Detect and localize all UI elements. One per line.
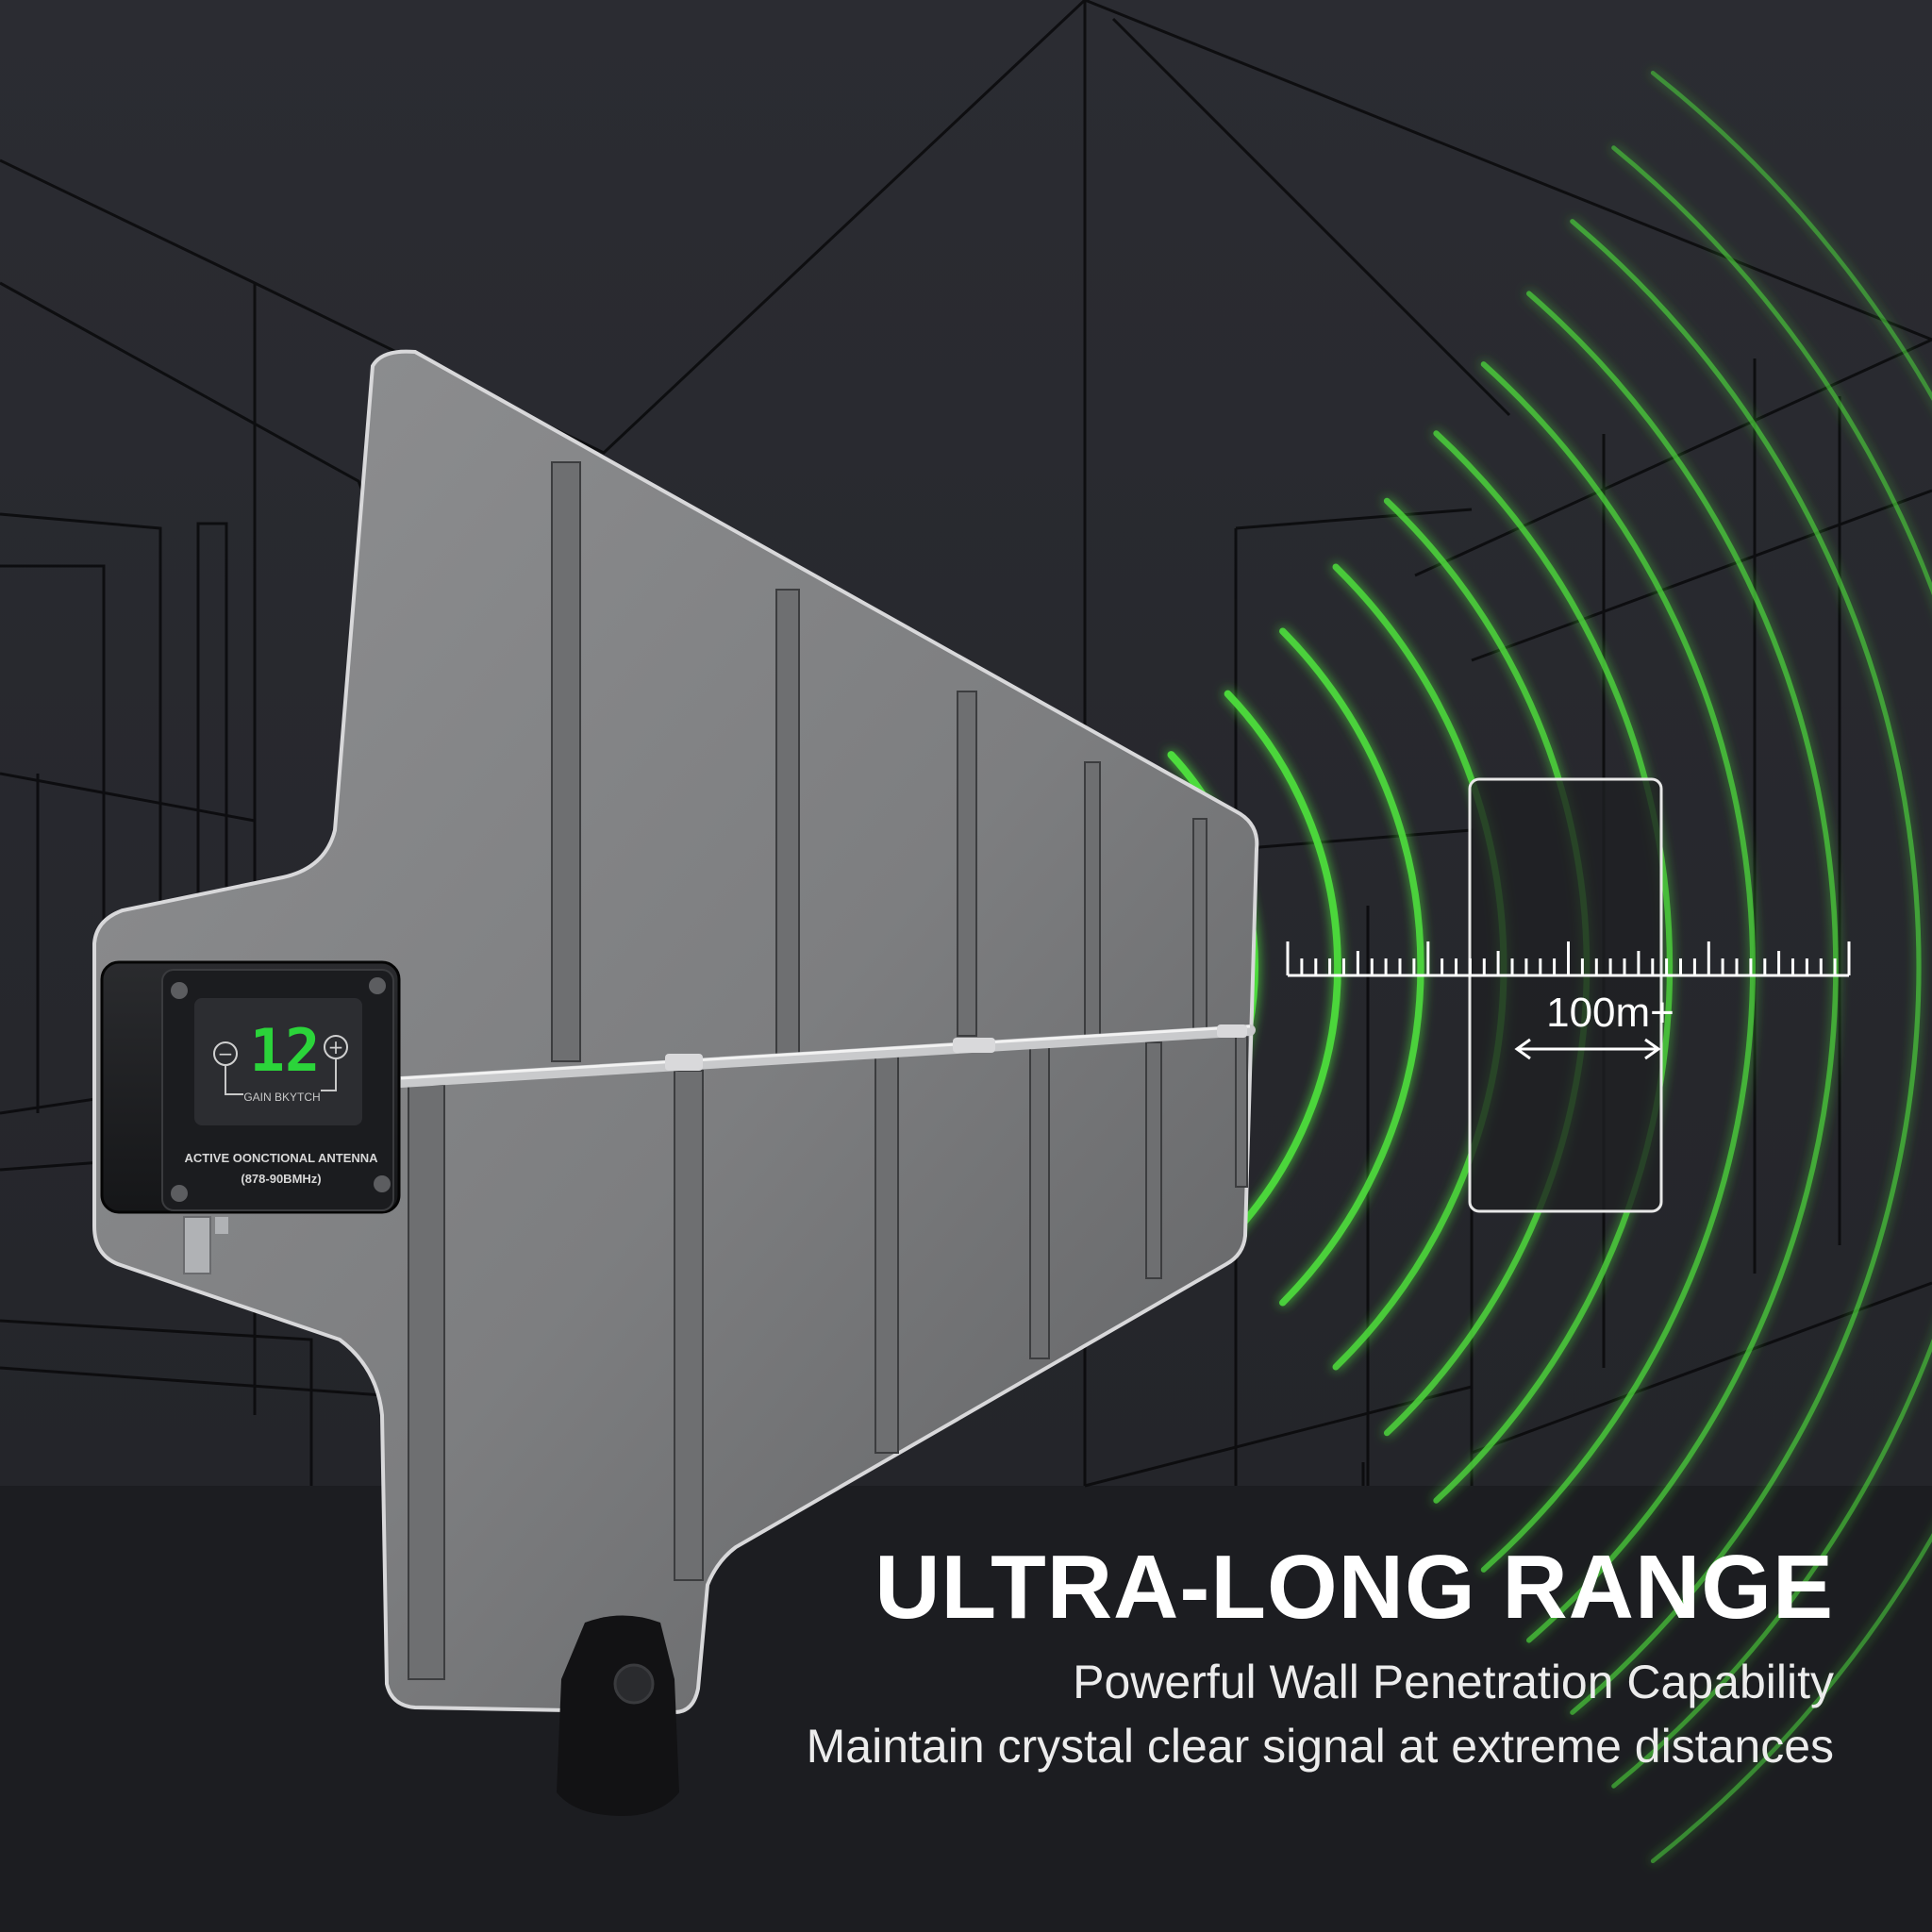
range-box bbox=[1468, 777, 1663, 1213]
subtitle-line-1: Powerful Wall Penetration Capability bbox=[1073, 1656, 1834, 1708]
coax-connector bbox=[183, 1216, 211, 1274]
signal-wave-arc bbox=[1224, 690, 1341, 1244]
antenna-elements-upper bbox=[551, 461, 1208, 1062]
signal-wave-arc bbox=[1433, 430, 1674, 1504]
plus-icon: + bbox=[328, 1036, 344, 1058]
signal-wave-arc bbox=[1279, 627, 1424, 1307]
gain-digit-display: 12 bbox=[250, 1016, 321, 1085]
minus-icon: − bbox=[218, 1042, 234, 1065]
amplifier-box bbox=[100, 960, 401, 1274]
range-double-arrow bbox=[1514, 1038, 1661, 1060]
range-distance-label: 100m+ bbox=[1546, 990, 1674, 1036]
product-label: ACTIVE OONCTIONAL ANTENNA bbox=[184, 1151, 378, 1165]
frequency-label: (878-90BMHz) bbox=[241, 1172, 321, 1186]
minus-button[interactable] bbox=[213, 1041, 238, 1066]
subtitle-line-2: Maintain crystal clear signal at extreme… bbox=[806, 1720, 1834, 1773]
headline: ULTRA-LONG RANGE bbox=[874, 1537, 1834, 1638]
gain-switch-label: GAIN BKYTCH bbox=[243, 1091, 320, 1104]
antenna-elements-lower bbox=[408, 1035, 1248, 1680]
signal-wave-arc bbox=[1650, 70, 1932, 1864]
signal-wave-arc bbox=[1611, 145, 1932, 1789]
signal-wave-arc bbox=[1570, 219, 1922, 1715]
antenna-mount bbox=[557, 1615, 679, 1816]
plus-button[interactable] bbox=[324, 1035, 348, 1059]
boom-clips bbox=[665, 1024, 1247, 1071]
signal-wave-arc bbox=[1480, 361, 1756, 1573]
antenna-boom bbox=[395, 1024, 1256, 1088]
